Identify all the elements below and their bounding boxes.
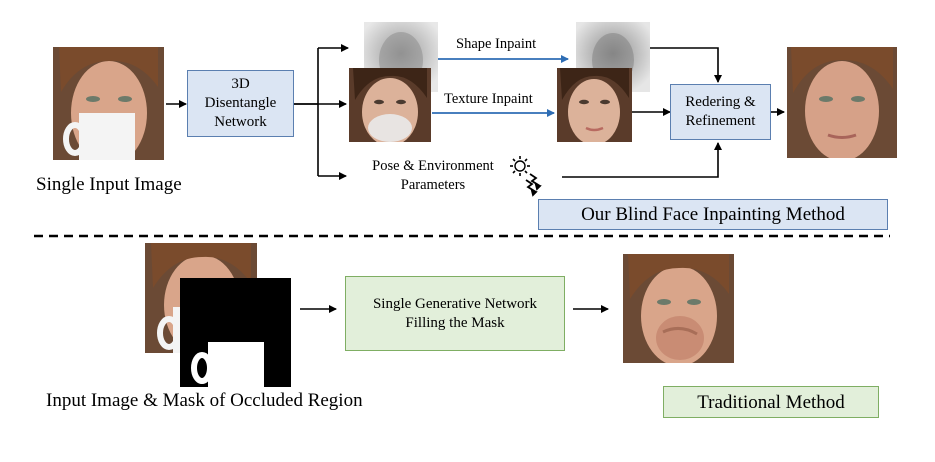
input-face-image bbox=[53, 47, 164, 160]
pose-line-1: Pose & Environment bbox=[372, 158, 494, 174]
rendering-refinement-box: Redering & Refinement bbox=[670, 84, 771, 140]
disentangle-line-3: Network bbox=[214, 114, 267, 130]
output-face-image bbox=[787, 47, 897, 158]
network-line-1: Single Generative Network bbox=[372, 295, 538, 312]
traditional-method-label: Traditional Method bbox=[663, 386, 879, 418]
disentangle-line-1: 3D bbox=[231, 76, 250, 92]
texture-coarse-image bbox=[349, 68, 431, 142]
render-line-2: Refinement bbox=[685, 113, 756, 129]
light-rays-icon bbox=[525, 173, 542, 197]
render-line-1: Redering & bbox=[685, 94, 756, 110]
pose-line-2: Parameters bbox=[400, 177, 466, 193]
texture-inpaint-label: Texture Inpaint bbox=[444, 91, 533, 107]
traditional-result-image bbox=[623, 254, 734, 363]
mask-input-caption: Input Image & Mask of Occluded Region bbox=[46, 390, 363, 411]
disentangle-line-2: Disentangle bbox=[204, 95, 277, 111]
texture-inpainted-image bbox=[557, 68, 632, 142]
network-line-2: Filling the Mask bbox=[405, 314, 505, 331]
light-source-icon bbox=[510, 156, 530, 176]
our-method-label: Our Blind Face Inpainting Method bbox=[538, 199, 888, 230]
shape-inpaint-label: Shape Inpaint bbox=[456, 36, 537, 52]
arrow-shape-to-render bbox=[650, 47, 722, 83]
single-input-caption: Single Input Image bbox=[36, 174, 182, 195]
pose-environment-label: Pose & Environment Parameters bbox=[353, 157, 513, 195]
occlusion-mask-image bbox=[180, 278, 291, 387]
arrow-pose-to-render bbox=[562, 142, 722, 178]
single-generative-network-box: Single Generative Network Filling the Ma… bbox=[345, 276, 565, 351]
disentangle-network-box: 3D Disentangle Network bbox=[187, 70, 294, 137]
